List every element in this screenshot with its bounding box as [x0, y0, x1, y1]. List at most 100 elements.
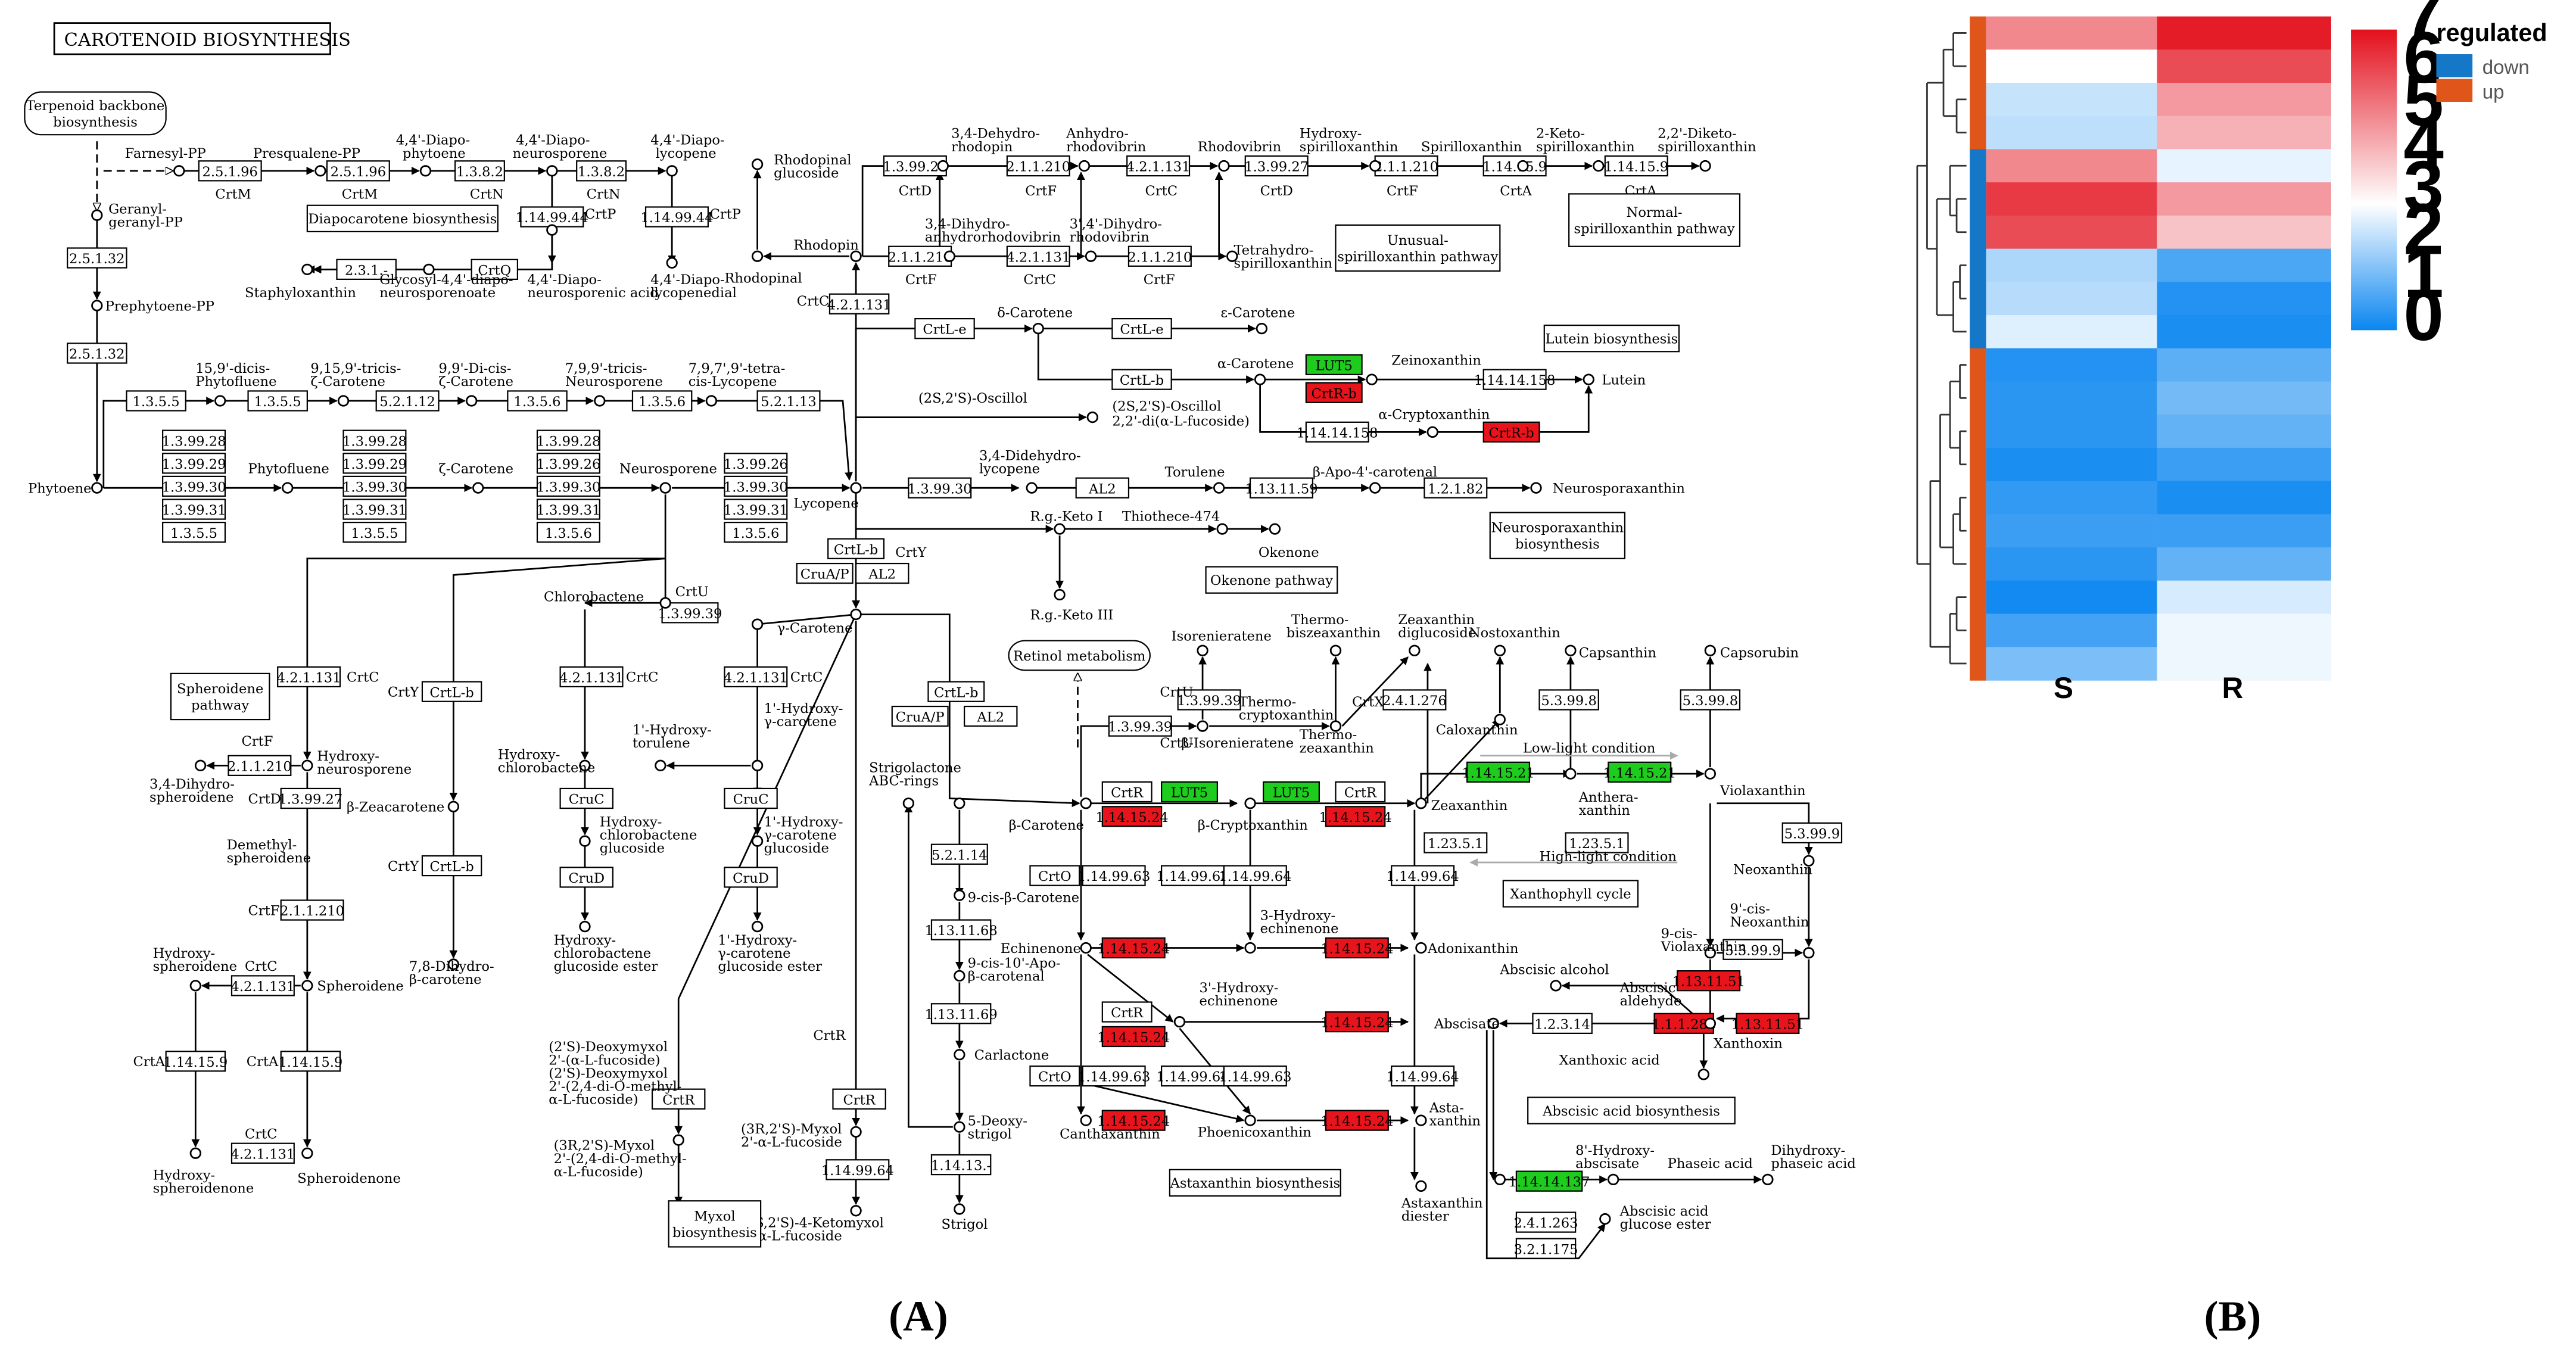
- enzyme-box[interactable]: [1006, 155, 1070, 177]
- enzyme-box[interactable]: [1424, 832, 1488, 853]
- compound-node[interactable]: [850, 250, 862, 262]
- compound-node[interactable]: [1329, 644, 1342, 656]
- compound-node[interactable]: [1080, 798, 1092, 809]
- enzyme-box[interactable]: [559, 867, 613, 888]
- compound-node[interactable]: [1415, 942, 1427, 954]
- heatmap-cell[interactable]: [2157, 248, 2331, 283]
- compound-node[interactable]: [579, 835, 591, 847]
- compound-node[interactable]: [1080, 942, 1092, 954]
- compound-node[interactable]: [1699, 160, 1711, 172]
- compound-node[interactable]: [423, 263, 435, 275]
- map-link-frame[interactable]: [668, 1200, 762, 1248]
- heatmap-cell[interactable]: [2157, 348, 2331, 382]
- compound-node[interactable]: [1704, 947, 1717, 959]
- heatmap-cell[interactable]: [1986, 447, 2157, 482]
- heatmap-cell[interactable]: [1986, 647, 2157, 681]
- enzyme-box[interactable]: [230, 975, 295, 996]
- enzyme-box[interactable]: [280, 899, 344, 921]
- enzyme-box[interactable]: [796, 562, 854, 584]
- compound-node[interactable]: [954, 970, 965, 982]
- compound-node[interactable]: [1173, 1015, 1186, 1028]
- compound-node[interactable]: [1704, 768, 1717, 780]
- enzyme-box[interactable]: [507, 390, 568, 412]
- map-link-frame[interactable]: [170, 672, 270, 721]
- enzyme-box[interactable]: [1082, 1065, 1146, 1087]
- enzyme-box[interactable]: [165, 1051, 226, 1072]
- enzyme-box[interactable]: [162, 522, 226, 543]
- enzyme-box[interactable]: [826, 1159, 890, 1180]
- enzyme-box[interactable]: [375, 390, 440, 412]
- heatmap-cell[interactable]: [2157, 580, 2331, 615]
- enzyme-box[interactable]: [280, 787, 341, 809]
- enzyme-box[interactable]: [342, 522, 407, 543]
- enzyme-box[interactable]: [67, 247, 127, 269]
- enzyme-box[interactable]: [1565, 832, 1629, 853]
- map-link-frame[interactable]: [306, 204, 499, 233]
- heatmap-cell[interactable]: [1986, 580, 2157, 615]
- enzyme-box[interactable]: [1111, 369, 1172, 390]
- enzyme-box[interactable]: [883, 155, 947, 177]
- enzyme-box[interactable]: [930, 843, 988, 865]
- heatmap-cell[interactable]: [1986, 49, 2157, 83]
- compound-node[interactable]: [579, 920, 591, 933]
- enzyme-box[interactable]: [1249, 477, 1313, 499]
- enzyme-box[interactable]: [1781, 822, 1843, 844]
- enzyme-box[interactable]: [1482, 369, 1547, 390]
- enzyme-box[interactable]: [914, 317, 975, 339]
- heatmap-cell[interactable]: [2157, 514, 2331, 548]
- map-link-frame[interactable]: [1543, 325, 1680, 353]
- compound-node[interactable]: [314, 165, 326, 177]
- enzyme-box[interactable]: [336, 258, 397, 280]
- compound-node[interactable]: [301, 1147, 313, 1159]
- enzyme-box[interactable]: [891, 705, 949, 727]
- enzyme-box[interactable]: [1101, 806, 1163, 827]
- heatmap-cell[interactable]: [1986, 481, 2157, 515]
- heatmap-cell[interactable]: [1986, 514, 2157, 548]
- enzyme-box[interactable]: [536, 522, 600, 543]
- compound-node[interactable]: [954, 1203, 965, 1215]
- heatmap-cell[interactable]: [2157, 613, 2331, 648]
- enzyme-box[interactable]: [930, 1003, 992, 1024]
- enzyme-box[interactable]: [1608, 761, 1672, 783]
- compound-node[interactable]: [282, 482, 294, 494]
- compound-node[interactable]: [1269, 523, 1281, 535]
- enzyme-box[interactable]: [277, 666, 341, 688]
- compound-node[interactable]: [447, 800, 459, 812]
- compound-node[interactable]: [1244, 1114, 1256, 1126]
- compound-node[interactable]: [666, 257, 678, 269]
- heatmap-cell[interactable]: [2157, 16, 2331, 51]
- compound-node[interactable]: [850, 1126, 862, 1138]
- enzyme-box[interactable]: [230, 1142, 295, 1164]
- enzyme-box[interactable]: [228, 755, 292, 776]
- heatmap-cell[interactable]: [2157, 381, 2331, 415]
- enzyme-box[interactable]: [1029, 865, 1080, 886]
- enzyme-box[interactable]: [342, 453, 407, 474]
- compound-node[interactable]: [1593, 160, 1605, 172]
- compound-node[interactable]: [1704, 644, 1717, 656]
- map-link-frame[interactable]: [1008, 640, 1151, 671]
- compound-node[interactable]: [1517, 160, 1529, 172]
- compound-node[interactable]: [937, 160, 949, 172]
- compound-node[interactable]: [954, 1121, 965, 1133]
- compound-node[interactable]: [1366, 373, 1378, 385]
- compound-node[interactable]: [1054, 588, 1066, 601]
- heatmap-cell[interactable]: [2157, 647, 2331, 681]
- enzyme-box[interactable]: [1223, 865, 1287, 886]
- enzyme-box[interactable]: [1075, 477, 1130, 499]
- heatmap-cell[interactable]: [1986, 547, 2157, 581]
- compound-node[interactable]: [1244, 942, 1256, 954]
- compound-node[interactable]: [850, 482, 862, 494]
- compound-node[interactable]: [751, 158, 764, 170]
- heatmap-cell[interactable]: [2157, 83, 2331, 117]
- compound-node[interactable]: [1762, 1173, 1774, 1186]
- compound-node[interactable]: [214, 395, 226, 407]
- compound-node[interactable]: [472, 482, 484, 494]
- enzyme-box[interactable]: [536, 429, 600, 451]
- enzyme-box[interactable]: [1424, 477, 1488, 499]
- compound-node[interactable]: [751, 250, 764, 262]
- compound-node[interactable]: [666, 165, 678, 177]
- compound-node[interactable]: [850, 1205, 862, 1217]
- enzyme-box[interactable]: [1604, 155, 1668, 177]
- enzyme-box[interactable]: [1736, 1013, 1800, 1035]
- enzyme-box[interactable]: [927, 681, 985, 702]
